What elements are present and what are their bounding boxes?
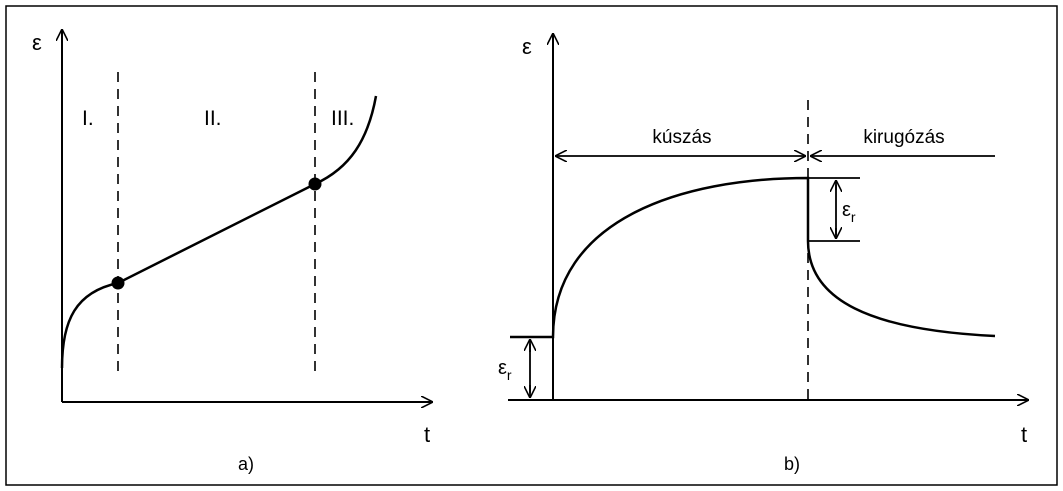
panel-a-transition-point-1 bbox=[111, 276, 125, 290]
panel-b-caption: b) bbox=[784, 454, 800, 474]
panel-a: ε t I. II. III. a) bbox=[32, 30, 432, 474]
panel-b-x-axis-label: t bbox=[1021, 422, 1027, 447]
panel-b-phase-creep: kúszás bbox=[652, 127, 711, 148]
panel-b-recovery-strain-symbol: ε bbox=[842, 199, 851, 221]
panel-b-phase-recovery: kirugózás bbox=[863, 127, 944, 148]
panel-a-region-1: I. bbox=[82, 107, 94, 130]
panel-a-caption: a) bbox=[238, 454, 254, 474]
panel-a-x-axis-label: t bbox=[424, 422, 430, 447]
panel-a-region-3: III. bbox=[331, 107, 354, 130]
panel-a-y-axis-label: ε bbox=[32, 30, 42, 55]
panel-b: ε t kúszás kirugózás εr εr b) bbox=[498, 34, 1028, 474]
panel-b-recovery-strain-subscript: r bbox=[851, 209, 856, 225]
panel-b-recovery-strain-label: εr bbox=[842, 199, 856, 225]
panel-b-initial-strain-symbol: ε bbox=[498, 357, 507, 379]
panel-b-y-axis-label: ε bbox=[522, 34, 532, 59]
panel-a-transition-point-2 bbox=[308, 177, 322, 191]
panel-a-region-2: II. bbox=[204, 107, 222, 130]
panel-b-strain-curve bbox=[510, 176, 996, 339]
panel-b-initial-strain-subscript: r bbox=[507, 367, 512, 383]
outer-frame bbox=[5, 5, 1058, 486]
panel-b-initial-strain-label: εr bbox=[498, 357, 512, 383]
panel-a-creep-curve bbox=[60, 95, 378, 369]
